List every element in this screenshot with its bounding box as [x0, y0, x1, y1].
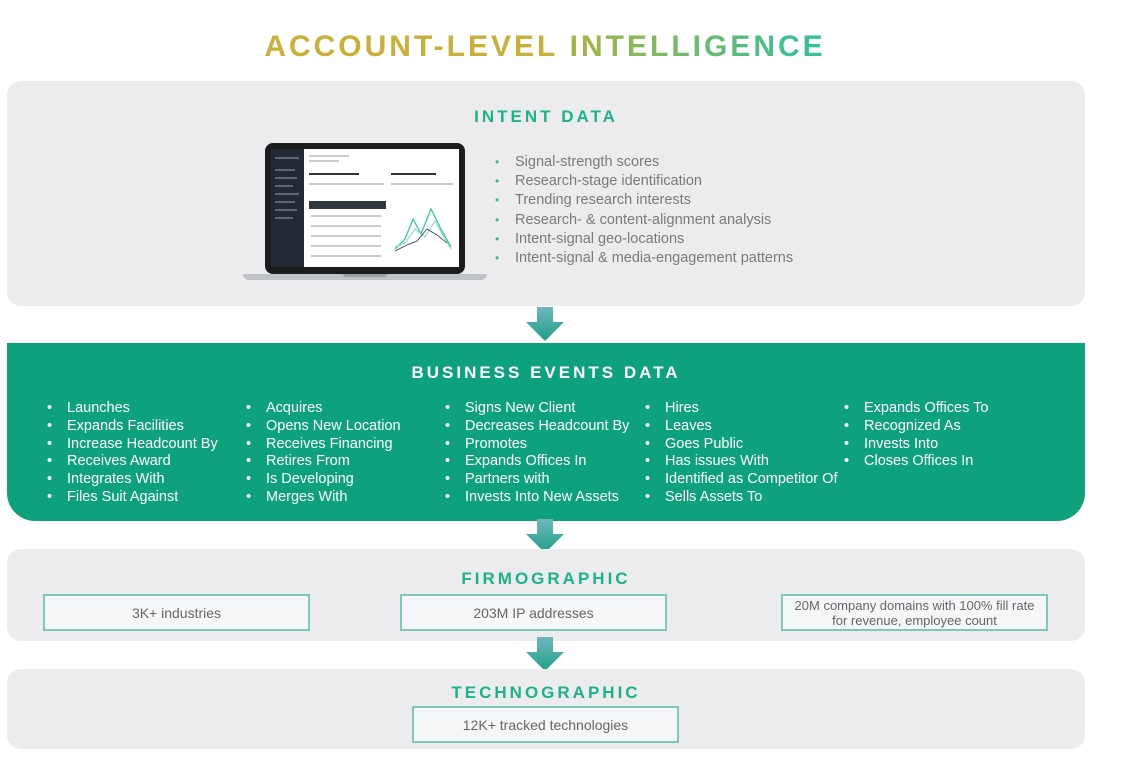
event-item: Invests Into New Assets — [445, 489, 629, 507]
event-item: Launches — [47, 400, 218, 418]
event-item: Increase Headcount By — [47, 436, 218, 454]
title-part-1: ACCOUNT-LEVEL — [264, 30, 559, 63]
event-item: Invests Into — [844, 436, 988, 454]
event-item: Leaves — [645, 418, 837, 436]
event-item: Hires — [645, 400, 837, 418]
event-item: Sells Assets To — [645, 489, 837, 507]
event-item: Has issues With — [645, 453, 837, 471]
event-item: Expands Offices To — [844, 400, 988, 418]
down-arrow-icon — [526, 519, 564, 553]
events-column-2: Acquires Opens New Location Receives Fin… — [246, 400, 401, 507]
laptop-dashboard-image — [243, 143, 487, 283]
intent-bullet: Intent-signal geo-locations — [495, 230, 793, 249]
firmographic-box-company-domains: 20M company domains with 100% fill rate … — [781, 594, 1048, 631]
event-item: Promotes — [445, 436, 629, 454]
event-item: Files Suit Against — [47, 489, 218, 507]
event-item: Acquires — [246, 400, 401, 418]
firmographic-box-industries: 3K+ industries — [43, 594, 310, 631]
business-events-panel: BUSINESS EVENTS DATA Launches Expands Fa… — [7, 343, 1085, 521]
intent-bullet-list: Signal-strength scores Research-stage id… — [495, 153, 793, 268]
events-column-5: Expands Offices To Recognized As Invests… — [844, 400, 988, 471]
intent-bullet: Research-stage identification — [495, 172, 793, 191]
technographic-panel: TECHNOGRAPHIC 12K+ tracked technologies — [7, 669, 1085, 749]
event-item: Retires From — [246, 453, 401, 471]
technographic-box-technologies: 12K+ tracked technologies — [412, 706, 679, 743]
intent-data-heading: INTENT DATA — [474, 107, 618, 126]
business-events-heading: BUSINESS EVENTS DATA — [411, 363, 681, 382]
down-arrow-icon — [526, 307, 564, 341]
event-item: Closes Offices In — [844, 453, 988, 471]
events-column-1: Launches Expands Facilities Increase Hea… — [47, 400, 218, 507]
event-item: Receives Financing — [246, 436, 401, 454]
technographic-heading: TECHNOGRAPHIC — [451, 683, 641, 702]
event-item: Goes Public — [645, 436, 837, 454]
event-item: Opens New Location — [246, 418, 401, 436]
firmographic-box-ip-addresses: 203M IP addresses — [400, 594, 667, 631]
event-item: Partners with — [445, 471, 629, 489]
event-item: Merges With — [246, 489, 401, 507]
title-part-2: INTELLIGENCE — [569, 30, 826, 63]
event-item: Receives Award — [47, 453, 218, 471]
down-arrow-icon — [526, 637, 564, 671]
page-title: ACCOUNT-LEVEL INTELLIGENCE — [0, 30, 1090, 64]
firmographic-heading: FIRMOGRAPHIC — [461, 569, 631, 588]
event-item: Decreases Headcount By — [445, 418, 629, 436]
intent-bullet: Signal-strength scores — [495, 153, 793, 172]
event-item: Identified as Competitor Of — [645, 471, 837, 489]
event-item: Signs New Client — [445, 400, 629, 418]
intent-bullet: Trending research interests — [495, 191, 793, 210]
event-item: Expands Offices In — [445, 453, 629, 471]
events-column-4: Hires Leaves Goes Public Has issues With… — [645, 400, 837, 507]
intent-bullet: Intent-signal & media-engagement pattern… — [495, 249, 793, 268]
intent-data-panel: INTENT DATA — [7, 81, 1085, 306]
event-item: Expands Facilities — [47, 418, 218, 436]
intent-bullet: Research- & content-alignment analysis — [495, 211, 793, 230]
events-column-3: Signs New Client Decreases Headcount By … — [445, 400, 629, 507]
firmographic-panel: FIRMOGRAPHIC 3K+ industries 203M IP addr… — [7, 549, 1085, 641]
event-item: Integrates With — [47, 471, 218, 489]
event-item: Is Developing — [246, 471, 401, 489]
event-item: Recognized As — [844, 418, 988, 436]
